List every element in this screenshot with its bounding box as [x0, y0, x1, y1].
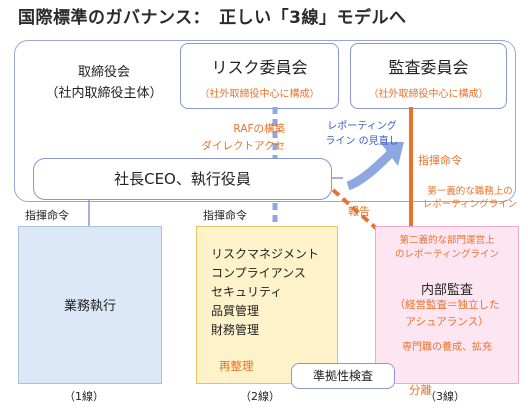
line1-label: （1線）: [64, 390, 104, 403]
line2-item: リスクマネジメント: [211, 247, 320, 261]
audit-committee-sub: （社外取締役中心に構成）: [368, 89, 489, 100]
board-name: 取締役会: [77, 65, 130, 80]
compliance-check-box: 準拠性検査: [291, 363, 395, 389]
line1-box: 業務執行: [18, 226, 162, 384]
primary-reporting-line1: 第一義的な職務上の: [427, 186, 513, 197]
internal-audit-sub: （経営監査＝独立した アシュアランス）: [376, 297, 518, 331]
line2-item: コンプライアンス: [211, 266, 306, 280]
directive-mid-label: 指揮命令: [203, 209, 247, 222]
reporting-review-line2: ライン の見直し: [325, 136, 399, 147]
internal-audit-name: 内部監査: [420, 283, 473, 298]
risk-committee-box: リスク委員会 （社外取締役中心に構成）: [180, 43, 339, 109]
primary-reporting-line2: レポーティングライン: [422, 199, 518, 210]
reorganize-label: 再整理: [219, 359, 254, 373]
board-sub: （社内取締役主体）: [45, 86, 163, 101]
risk-committee-name: リスク委員会: [211, 58, 308, 77]
directive-left-label: 指揮命令: [25, 209, 69, 222]
separation-label: 分離: [409, 383, 432, 397]
secondary-reporting-line1: 第二義的な部門運営上: [399, 235, 495, 246]
internal-audit-sub2: アシュアランス）: [405, 316, 489, 328]
internal-audit-note: 専門職の養成、拡充: [402, 342, 492, 353]
board-of-directors: 取締役会 （社内取締役主体）: [34, 62, 174, 104]
line1-text: 業務執行: [63, 299, 116, 314]
primary-reporting-annotation: 第一義的な職務上の レポーティングライン: [415, 185, 525, 211]
line2-item: セキュリティ: [211, 285, 283, 299]
line3-label: （3線）: [425, 390, 465, 403]
report-label: 報告: [348, 205, 370, 218]
line2-label: （2線）: [240, 390, 280, 403]
reporting-review-line1: レポーティング: [327, 121, 397, 132]
reporting-review-arrow: [346, 150, 394, 191]
line3-box: 第二義的な部門運営上 のレポーティングライン 内部監査 （経営監査＝独立した ア…: [375, 226, 519, 384]
reporting-review-annotation: レポーティング ライン の見直し: [312, 119, 412, 149]
internal-audit-sub1: （経営監査＝独立した: [394, 299, 500, 311]
line2-item: 品質管理: [211, 304, 260, 318]
line2-item: 財務管理: [211, 323, 260, 337]
audit-committee-box: 監査委員会 （社外取締役中心に構成）: [350, 43, 507, 109]
audit-directive-label: 指揮命令: [418, 154, 462, 167]
ceo-box: 社長CEO、執行役員: [33, 158, 332, 200]
page-title: 国際標準のガバナンス： 正しい「3線」モデルへ: [18, 8, 407, 28]
line2-list: リスクマネジメント コンプライアンス セキュリティ 品質管理 財務管理: [211, 245, 319, 340]
risk-committee-sub: （社外取締役中心に構成）: [199, 89, 320, 100]
line2-box: リスクマネジメント コンプライアンス セキュリティ 品質管理 財務管理: [196, 226, 338, 384]
audit-committee-name: 監査委員会: [388, 58, 469, 77]
secondary-reporting-annotation: 第二義的な部門運営上 のレポーティングライン: [376, 234, 518, 262]
reporting-review-arrow-head: [380, 142, 404, 166]
secondary-reporting-line2: のレポーティングライン: [395, 249, 499, 260]
raf-line1: RAFの構築: [233, 123, 285, 135]
